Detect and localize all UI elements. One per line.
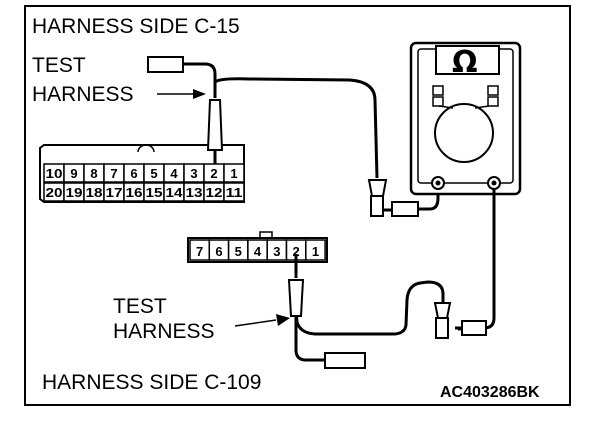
- pin-number: 8: [90, 166, 97, 181]
- pin-number: 6: [215, 244, 222, 259]
- pin-number: 1: [312, 244, 319, 259]
- test-harness-bottom-line2: HARNESS: [113, 320, 215, 343]
- pin-number: 19: [66, 185, 83, 200]
- pin-number: 13: [186, 185, 203, 200]
- test-harness-top-line2: HARNESS: [32, 83, 134, 106]
- meter-lead-bottom: [294, 189, 496, 339]
- outer-border: [24, 5, 571, 406]
- test-harness-probe-bottom: [287, 254, 366, 369]
- pin-cell: [223, 163, 245, 183]
- pin-number: 16: [126, 185, 143, 200]
- pin-number: 9: [70, 166, 77, 181]
- pin-number: 7: [196, 244, 203, 259]
- pin-cell: [305, 239, 326, 261]
- pin-number: 5: [235, 244, 242, 259]
- pin-number: 3: [190, 166, 197, 181]
- pin-number: 11: [226, 185, 243, 200]
- pin-number: 15: [146, 185, 163, 200]
- pin-number: 17: [106, 185, 123, 200]
- pin-number: 4: [170, 166, 178, 181]
- arrow-bottom: [234, 314, 290, 327]
- test-harness-bottom-line1: TEST: [113, 295, 167, 318]
- test-harness-probe-top: [147, 56, 224, 164]
- harness-side-c15-label: HARNESS SIDE C-15: [32, 15, 240, 38]
- ohm-symbol: Ω: [452, 45, 478, 80]
- pin-number: 20: [46, 185, 63, 200]
- pin-number: 12: [206, 185, 223, 200]
- pin-number: 18: [86, 185, 103, 200]
- pin-number: 1: [230, 166, 237, 181]
- pin-cell: [223, 182, 245, 202]
- pin-number: 2: [210, 166, 217, 181]
- figure-code: AC403286BK: [440, 384, 540, 401]
- pin-number: 6: [130, 166, 137, 181]
- pin-number: 5: [150, 166, 157, 181]
- test-harness-top-line1: TEST: [32, 54, 86, 77]
- ohm-display: [435, 45, 500, 75]
- pin-number: 3: [273, 244, 280, 259]
- meter-lead-top: [214, 77, 440, 217]
- pin-number: 14: [166, 185, 184, 200]
- pin-number: 4: [254, 244, 262, 259]
- arrow-top: [157, 89, 206, 99]
- harness-side-c109-label: HARNESS SIDE C-109: [42, 371, 261, 394]
- pin-number: 10: [46, 166, 63, 181]
- pin-number: 7: [110, 166, 117, 181]
- meter-dial: [434, 103, 494, 163]
- multimeter: Ω: [409, 41, 522, 196]
- pin-number: 2: [293, 244, 300, 259]
